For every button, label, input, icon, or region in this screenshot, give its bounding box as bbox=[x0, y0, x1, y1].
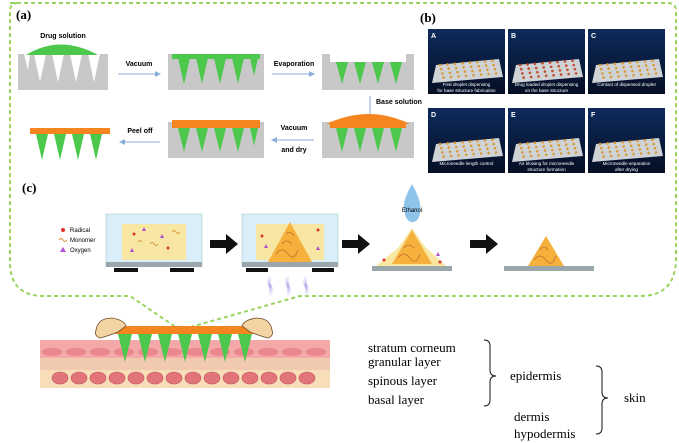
photo-letter: E bbox=[511, 112, 516, 119]
layer-stratum-corneum: stratum corneum bbox=[368, 340, 456, 355]
uv-light-1 bbox=[266, 276, 274, 296]
vacuum-dry-label-2: and dry bbox=[281, 147, 306, 154]
photo-caption-line2: for base structure fabrication bbox=[437, 88, 496, 93]
base-solution-label: Base solution bbox=[376, 99, 422, 106]
vacuum-label: Vacuum bbox=[126, 61, 153, 68]
mold-step3 bbox=[322, 54, 414, 90]
mold-step1: Drug solution bbox=[18, 33, 108, 90]
legend: Radical Monomer Oxygen bbox=[58, 228, 95, 254]
photo-letter: F bbox=[591, 112, 596, 119]
arrow-c2 bbox=[342, 234, 370, 254]
panel-a-label: (a) bbox=[16, 7, 31, 22]
chamber-2 bbox=[241, 213, 339, 296]
photo-c: C Contact of dispensed droplet bbox=[588, 29, 665, 94]
photo-caption-line1: Drug loaded droplet dispensing bbox=[515, 82, 579, 87]
photo-caption-line1: Contact of dispensed droplet bbox=[597, 82, 656, 87]
mold-step5 bbox=[168, 120, 264, 158]
layer-basal: basal layer bbox=[368, 392, 425, 407]
left-hand-icon bbox=[95, 317, 127, 339]
brace-skin bbox=[595, 365, 609, 435]
hypodermis-label: hypodermis bbox=[514, 426, 575, 441]
peel-off-label: Peel off bbox=[127, 128, 153, 135]
dermis-label: dermis bbox=[514, 409, 549, 424]
monomer-icon bbox=[58, 238, 68, 242]
epidermis-label: epidermis bbox=[510, 368, 561, 383]
oxygen-icon bbox=[60, 247, 66, 252]
photo-letter: B bbox=[511, 33, 516, 40]
mold-step4 bbox=[322, 114, 414, 158]
final-patch bbox=[30, 128, 110, 160]
final-cone bbox=[504, 236, 594, 271]
uv-light-2 bbox=[284, 276, 292, 296]
panel-c-label: (c) bbox=[22, 180, 36, 195]
microneedles bbox=[118, 334, 252, 362]
legend-monomer: Monomer bbox=[70, 238, 95, 244]
brace-epidermis bbox=[483, 339, 497, 407]
photo-caption-line1: First droplet dispensing bbox=[443, 82, 491, 87]
photo-caption-line1: Microneedle separation bbox=[603, 161, 651, 166]
chamber-1 bbox=[105, 213, 203, 272]
photo-d: D Microneedle length control bbox=[428, 108, 505, 173]
legend-oxygen: Oxygen bbox=[70, 248, 91, 254]
evaporation-label: Evaporation bbox=[274, 61, 314, 68]
legend-radical: Radical bbox=[70, 228, 90, 234]
radical-icon bbox=[61, 228, 65, 232]
photo-letter: A bbox=[431, 33, 436, 40]
ethanol-label: Ethanol bbox=[402, 208, 422, 214]
photo-letter: D bbox=[431, 112, 436, 119]
skin-label: skin bbox=[624, 390, 646, 405]
skin-section bbox=[40, 317, 330, 388]
skin-labels: stratum corneum granular layer spinous l… bbox=[368, 339, 646, 441]
photo-caption-line2: on the base structure bbox=[525, 88, 569, 93]
dashed-border bbox=[9, 2, 677, 332]
mold-step2 bbox=[168, 54, 264, 90]
ethanol-wash: Ethanol bbox=[372, 184, 452, 271]
layer-granular: granular layer bbox=[368, 354, 441, 369]
vacuum-dry-label-1: Vacuum bbox=[281, 125, 308, 132]
drug-solution-label: Drug solution bbox=[40, 33, 86, 40]
panel-b-label: (b) bbox=[420, 10, 436, 25]
uv-light-3 bbox=[302, 276, 310, 296]
photo-caption-line1: Microneedle length control bbox=[440, 161, 494, 166]
arrow-c3 bbox=[470, 234, 498, 254]
photo-caption-line1: Air blowing for microneedle bbox=[519, 161, 575, 166]
right-hand-icon bbox=[241, 317, 273, 339]
photo-letter: C bbox=[591, 33, 596, 40]
photo-caption-line2: after drying bbox=[615, 167, 638, 172]
ethanol-droplet-icon bbox=[403, 184, 421, 222]
skin-cells bbox=[42, 348, 326, 385]
photo-caption-line2: structure formation bbox=[527, 167, 566, 172]
layer-spinous: spinous layer bbox=[368, 373, 438, 388]
arrow-c1 bbox=[210, 234, 238, 254]
